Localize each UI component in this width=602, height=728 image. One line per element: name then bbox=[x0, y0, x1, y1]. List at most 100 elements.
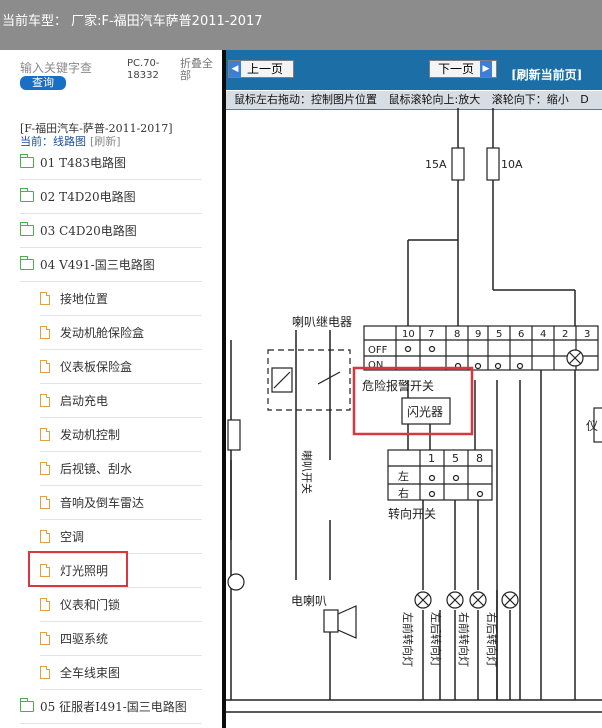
turn-switch-table bbox=[387, 449, 493, 501]
electric-horn-label: 电喇叭 bbox=[291, 593, 327, 608]
tree-label: 02 T4D20电路图 bbox=[40, 189, 136, 204]
left-label: 左 bbox=[398, 470, 409, 483]
next-page-label: 下一页 bbox=[438, 62, 475, 76]
pin-label: 6 bbox=[518, 329, 524, 340]
electric-horn-icon bbox=[323, 605, 357, 639]
tree-label: 发动机控制 bbox=[60, 427, 121, 442]
folder-icon bbox=[20, 187, 34, 202]
file-icon bbox=[40, 529, 50, 543]
current-label: 当前：线路图 bbox=[20, 135, 86, 148]
collapse-all-link[interactable]: 折叠全部 bbox=[180, 57, 213, 82]
viewer-toolbar: ◀ 上一页 下一页 ▶ [刷新当前页] bbox=[226, 50, 602, 90]
tree-folder-t4d20[interactable]: 02 T4D20电路图 bbox=[20, 179, 202, 214]
tree-folder-v491[interactable]: 04 V491-国三电路图 bbox=[20, 247, 202, 282]
tree-item-dash-fuse-box[interactable]: 仪表板保险盒 bbox=[40, 349, 202, 384]
side-connector bbox=[227, 419, 241, 451]
prev-page-button[interactable]: ◀ 上一页 bbox=[228, 60, 294, 78]
tree-folder-c4d20[interactable]: 03 C4D20电路图 bbox=[20, 213, 202, 248]
turn-lamp-labels: 左前转向灯 左后转向灯 右前转向灯 右后转向灯 bbox=[401, 612, 499, 667]
current-location: 当前：线路图 [刷新] bbox=[20, 133, 121, 149]
file-icon bbox=[40, 597, 50, 611]
tree-label: 空调 bbox=[60, 529, 85, 544]
tree-item-lighting[interactable]: 灯光照明 bbox=[40, 553, 202, 588]
arrow-right-icon: ▶ bbox=[480, 61, 493, 77]
folder-icon bbox=[20, 221, 34, 236]
hint-zoom-out: 滚轮向下：缩小 bbox=[491, 93, 569, 106]
tree-item-instrument-lock[interactable]: 仪表和门锁 bbox=[40, 587, 202, 622]
pin-label: 5 bbox=[452, 452, 459, 465]
flasher-label: 闪光器 bbox=[407, 405, 443, 419]
fuses bbox=[451, 147, 500, 181]
pin-label: 1 bbox=[428, 452, 435, 465]
pin-label: 7 bbox=[428, 329, 434, 340]
flasher-box bbox=[401, 397, 451, 425]
search-input[interactable] bbox=[20, 60, 120, 76]
pin-label: 10 bbox=[402, 329, 415, 340]
file-icon bbox=[40, 291, 50, 305]
file-icon bbox=[40, 427, 50, 441]
tree-item-engine-control[interactable]: 发动机控制 bbox=[40, 417, 202, 452]
diagram-viewer: ◀ 上一页 下一页 ▶ [刷新当前页] 鼠标左右拖动：控制图片位置 鼠标滚轮向上… bbox=[226, 50, 602, 728]
tree-item-4wd[interactable]: 四驱系统 bbox=[40, 621, 202, 656]
tree-item-ground-location[interactable]: 接地位置 bbox=[40, 281, 202, 316]
rear-right-lamp-label: 右后转向灯 bbox=[485, 612, 499, 667]
pin-label: 5 bbox=[496, 329, 502, 340]
tree-label: 发动机舱保险盒 bbox=[60, 325, 145, 340]
tree-label: 仪表和门锁 bbox=[60, 597, 121, 612]
tree-folder-i491[interactable]: 05 征服者I491-国三电路图 bbox=[20, 689, 202, 724]
file-icon bbox=[40, 325, 50, 339]
folder-icon bbox=[20, 697, 34, 712]
hazard-switch-label: 危险报警开关 bbox=[362, 378, 434, 393]
next-page-button[interactable]: 下一页 ▶ bbox=[429, 60, 497, 78]
tree-label: 后视镜、刮水 bbox=[60, 461, 133, 476]
pc-code: PC.70-18332 bbox=[127, 58, 160, 81]
sidebar-divider[interactable] bbox=[222, 50, 226, 728]
fuse-15a-label: 15A bbox=[425, 158, 447, 171]
refresh-page-link[interactable]: [刷新当前页] bbox=[511, 68, 583, 82]
file-icon bbox=[40, 563, 50, 577]
front-right-lamp-label: 右前转向灯 bbox=[457, 612, 471, 667]
turn-switch-text: 1 5 8 左 右 bbox=[398, 452, 483, 500]
file-icon bbox=[40, 461, 50, 475]
hint-tail: D bbox=[580, 93, 589, 106]
pin-label: 3 bbox=[584, 329, 590, 340]
tree-folder-t483[interactable]: 01 T483电路图 bbox=[20, 145, 202, 180]
hazard-pin-labels: 10 7 8 9 5 6 4 2 3 OFF ON bbox=[368, 329, 590, 371]
file-icon bbox=[40, 495, 50, 509]
tree-label: 05 征服者I491-国三电路图 bbox=[40, 699, 187, 714]
tree-item-engine-fuse-box[interactable]: 发动机舱保险盒 bbox=[40, 315, 202, 350]
pin-label: 8 bbox=[454, 329, 460, 340]
lamp-icon bbox=[227, 573, 245, 591]
tree-label: 全车线束图 bbox=[60, 665, 121, 680]
tree-label: 音响及倒车雷达 bbox=[60, 495, 145, 510]
tree-item-start-charge[interactable]: 启动充电 bbox=[40, 383, 202, 418]
off-label: OFF bbox=[368, 345, 388, 356]
wiring-diagram[interactable]: 15A 10A 喇叭继电器 10 7 bbox=[226, 108, 602, 728]
viewer-hint-bar: 鼠标左右拖动：控制图片位置 鼠标滚轮向上:放大 滚轮向下：缩小 D bbox=[226, 90, 602, 110]
hazard-highlight-box bbox=[352, 366, 474, 436]
horn-relay-symbol bbox=[267, 349, 351, 411]
tree-label: 04 V491-国三电路图 bbox=[40, 257, 155, 272]
window-title: 当前车型： 厂家:F-福田汽车萨普2011-2017 bbox=[2, 14, 263, 29]
lighting-highlight-box bbox=[28, 551, 128, 587]
tree-item-wiring-harness[interactable]: 全车线束图 bbox=[40, 655, 202, 690]
folder-open-icon bbox=[20, 255, 34, 270]
fuse-10a-label: 10A bbox=[501, 158, 523, 171]
turn-lamp-icons bbox=[414, 591, 519, 609]
tree-item-air-conditioning[interactable]: 空调 bbox=[40, 519, 202, 554]
tree-label: 接地位置 bbox=[60, 291, 109, 306]
tree-label: 四驱系统 bbox=[60, 631, 109, 646]
tree-item-audio-radar[interactable]: 音响及倒车雷达 bbox=[40, 485, 202, 520]
query-button[interactable]: 查询 bbox=[20, 76, 66, 90]
warning-lamp-icon bbox=[566, 349, 584, 367]
tree-item-mirror-wiper[interactable]: 后视镜、刮水 bbox=[40, 451, 202, 486]
horn-relay-label: 喇叭继电器 bbox=[292, 314, 352, 329]
pin-label: 8 bbox=[476, 452, 483, 465]
file-icon bbox=[40, 393, 50, 407]
tree-label: 仪表板保险盒 bbox=[60, 359, 133, 374]
wiring-lines bbox=[226, 108, 602, 713]
on-label: ON bbox=[368, 360, 383, 371]
file-icon bbox=[40, 359, 50, 373]
refresh-link[interactable]: [刷新] bbox=[90, 135, 121, 148]
arrow-left-icon: ◀ bbox=[229, 61, 241, 77]
